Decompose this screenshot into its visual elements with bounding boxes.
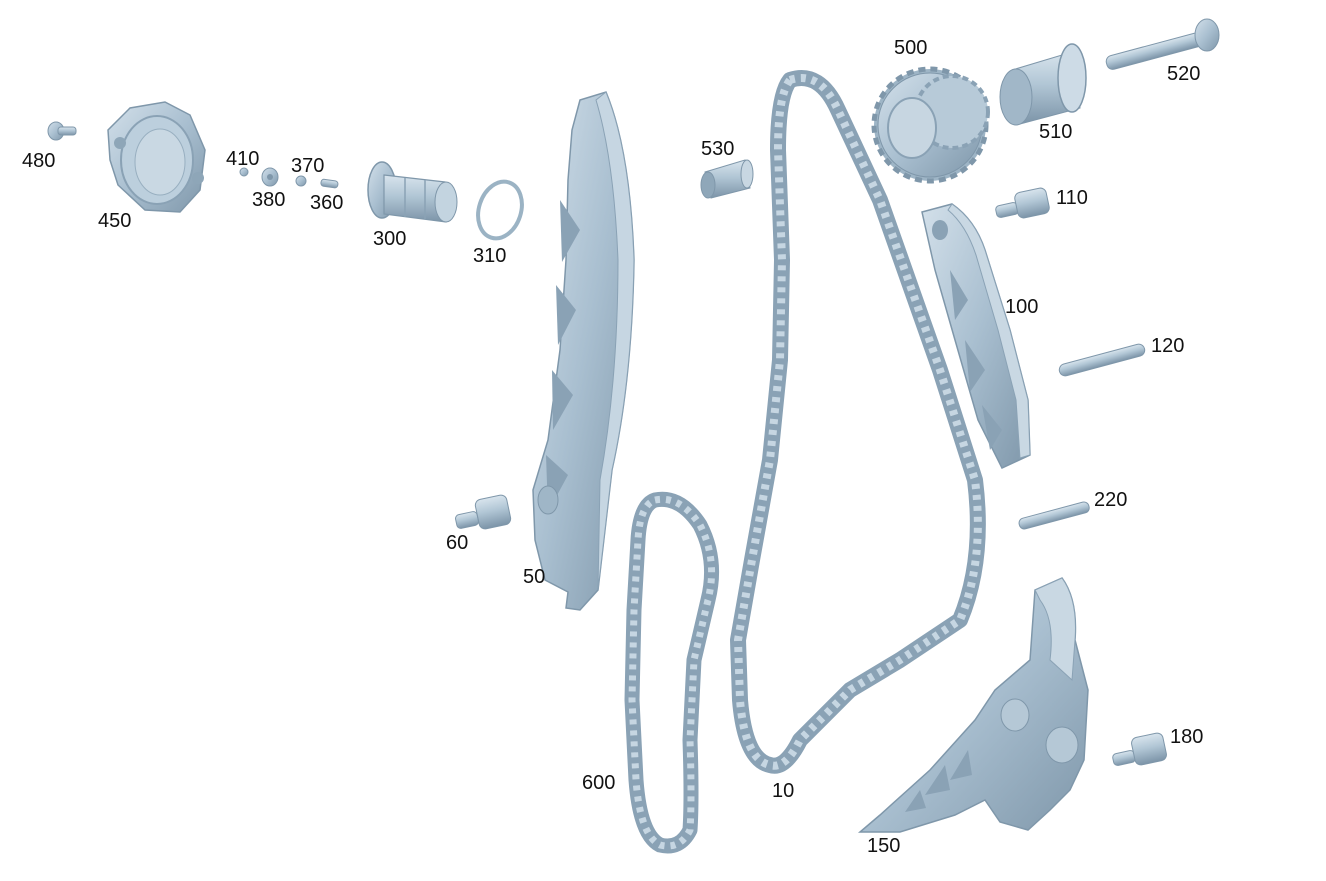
callout-220: 220 xyxy=(1094,489,1127,511)
part-480-bolt xyxy=(47,121,77,141)
part-380-washer xyxy=(261,167,279,187)
callout-10: 10 xyxy=(772,780,794,802)
callout-360: 360 xyxy=(310,192,343,214)
part-370-ball xyxy=(295,175,307,187)
callout-60: 60 xyxy=(446,532,468,554)
callout-110: 110 xyxy=(1056,187,1088,209)
part-100-guide-rail xyxy=(921,203,1031,469)
part-450-cover xyxy=(107,101,206,213)
part-220-pin xyxy=(1018,501,1090,530)
part-410-ball xyxy=(239,167,249,177)
part-50-guide-rail xyxy=(532,91,635,611)
part-310-o-ring xyxy=(476,179,524,241)
callout-480: 480 xyxy=(22,150,55,172)
part-530-bushing xyxy=(700,159,754,199)
part-60-bolt xyxy=(455,494,512,530)
callout-310: 310 xyxy=(473,245,506,267)
callout-530: 530 xyxy=(701,138,734,160)
part-120-pin xyxy=(1058,343,1146,377)
callout-100: 100 xyxy=(1005,296,1038,318)
callout-520: 520 xyxy=(1167,63,1200,85)
part-150-tensioner-rail xyxy=(857,577,1089,833)
callout-300: 300 xyxy=(373,228,406,250)
part-180-bolt xyxy=(1112,732,1167,766)
part-10-timing-chain xyxy=(730,70,986,774)
part-500-sprocket xyxy=(871,66,990,184)
callout-450: 450 xyxy=(98,210,131,232)
part-600-chain xyxy=(624,491,720,854)
part-510-collar xyxy=(999,43,1087,126)
callout-510: 510 xyxy=(1039,121,1072,143)
callout-370: 370 xyxy=(291,155,324,177)
part-360-pin xyxy=(320,178,339,189)
callout-150: 150 xyxy=(867,835,900,857)
part-300-tensioner xyxy=(367,161,458,223)
callout-50: 50 xyxy=(523,566,545,588)
callout-180: 180 xyxy=(1170,726,1203,748)
part-520-bolt xyxy=(1105,18,1220,70)
callout-120: 120 xyxy=(1151,335,1184,357)
callout-410: 410 xyxy=(226,148,259,170)
callout-500: 500 xyxy=(894,37,927,59)
part-110-bolt xyxy=(995,187,1050,219)
callout-380: 380 xyxy=(252,189,285,211)
callout-600: 600 xyxy=(582,772,615,794)
